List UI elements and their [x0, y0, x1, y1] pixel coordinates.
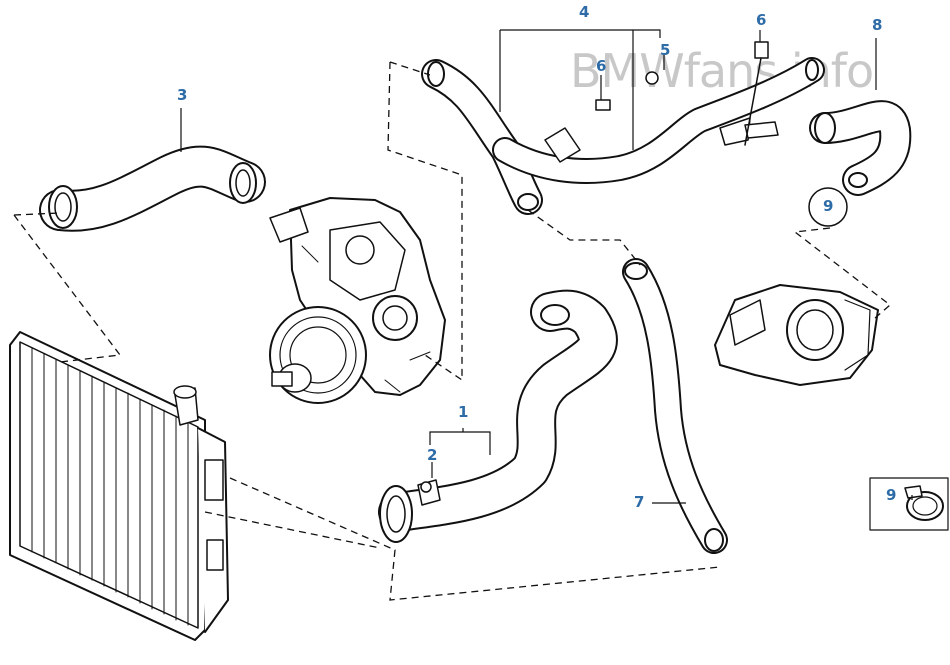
callout-5: 5: [660, 41, 671, 59]
callout-2: 2: [427, 446, 438, 464]
lower-radiator-hose: [378, 289, 618, 543]
coolant-pipe-assembly: [421, 41, 825, 215]
callout-6-left: 6: [596, 57, 607, 75]
callout-1: 1: [458, 403, 469, 421]
callout-8: 8: [872, 16, 883, 34]
callout-9-circled: 9: [823, 197, 834, 215]
radiator: [9, 331, 229, 641]
thermostat-housing: [714, 284, 879, 386]
water-pump: [269, 197, 446, 404]
bypass-hose: [622, 258, 728, 554]
hose-clamp: [869, 477, 949, 531]
callout-6-right: 6: [756, 11, 767, 29]
heater-hose: [809, 100, 912, 196]
callout-9-circle: [808, 187, 848, 227]
callout-4: 4: [579, 3, 590, 21]
callout-9-clamp: 9: [886, 486, 897, 504]
callout-7: 7: [634, 493, 645, 511]
upper-radiator-hose: [39, 145, 266, 232]
callout-3: 3: [177, 86, 188, 104]
